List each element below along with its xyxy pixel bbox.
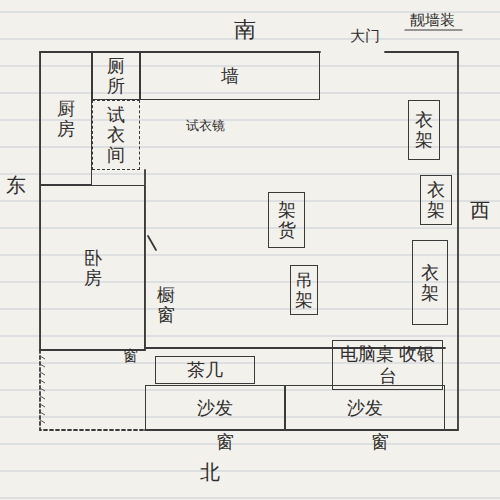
plan-label: 橱窗 xyxy=(157,285,175,325)
plan-label: 窗 xyxy=(371,432,389,452)
plan-label: 试衣镜 xyxy=(186,119,225,133)
room-name: 衣架 xyxy=(415,110,433,150)
room-name: 电脑桌 收银台 xyxy=(333,343,442,386)
plan-label: 南 xyxy=(234,18,256,42)
plan-label: 西 xyxy=(470,199,490,221)
room-box: 衣架 xyxy=(420,175,452,225)
room-name: 衣架 xyxy=(421,263,439,303)
room-name: 沙发 xyxy=(197,397,233,419)
room-box: 架货 xyxy=(268,192,305,248)
room-name: 沙发 xyxy=(347,397,383,419)
room-name: 厨房 xyxy=(57,99,75,139)
room-box: 茶几 xyxy=(155,356,255,384)
room-box: 电脑桌 收银台 xyxy=(332,340,443,389)
room-box: 沙发 xyxy=(285,385,445,430)
room-name: 厕所 xyxy=(107,56,125,96)
room-name: 试衣间 xyxy=(107,105,125,164)
room-box: 墙 xyxy=(140,52,320,100)
room-box: 厕所 xyxy=(92,52,140,100)
plan-label: 窗 xyxy=(216,432,234,452)
room-name: 卧房 xyxy=(84,248,102,288)
room-box: 吊架 xyxy=(290,265,318,315)
plan-label: 大门 xyxy=(350,28,380,45)
room-name: 茶几 xyxy=(187,359,223,381)
room-box: 厨房 xyxy=(40,52,92,185)
room-box: 卧房 xyxy=(40,185,145,350)
room-box: 衣架 xyxy=(408,100,440,160)
plan-label: 窗 xyxy=(123,348,138,365)
room-name: 吊架 xyxy=(295,270,313,310)
room-box: 试衣间 xyxy=(92,100,140,170)
plan-label: 东 xyxy=(6,174,26,196)
room-box: 衣架 xyxy=(412,240,448,325)
room-name: 架货 xyxy=(278,200,296,240)
plan-label: 北 xyxy=(200,461,220,483)
room-name: 衣架 xyxy=(427,180,445,220)
room-box: 沙发 xyxy=(145,385,285,430)
plan-label: 靓墙装 xyxy=(410,12,455,29)
room-name: 墙 xyxy=(221,65,239,87)
